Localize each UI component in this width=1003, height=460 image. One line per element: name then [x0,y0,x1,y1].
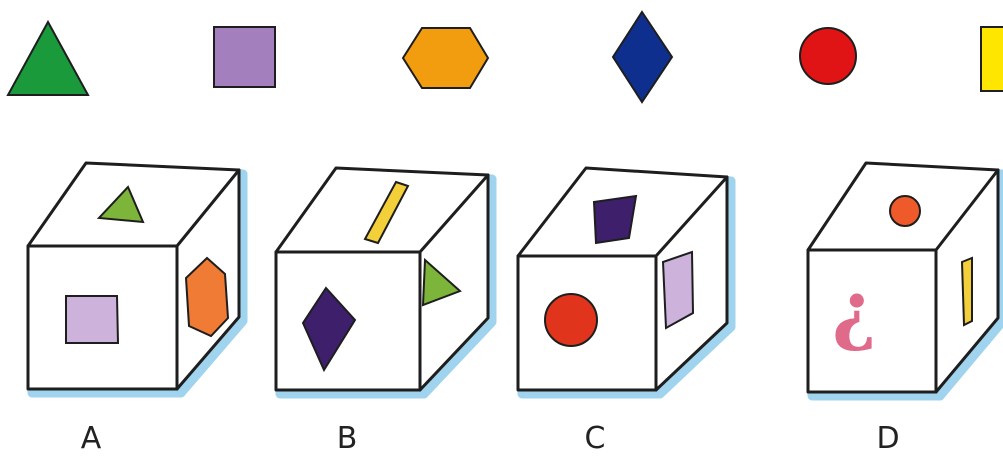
cube-c [518,168,731,394]
cube-label-a: A [61,424,121,454]
shape-legend [8,12,1003,102]
cube-label-c: C [565,424,625,454]
cube-c-side-square-icon [663,252,693,328]
legend-triangle-icon [8,22,88,95]
legend-circle-icon [800,28,856,84]
cube-label-d: D [858,424,918,454]
cube-a [28,163,243,393]
cube-d-top-circle-icon [890,196,920,226]
legend-hexagon-icon [403,28,488,88]
legend-square-icon [214,27,275,87]
cube-c-top-diamond-icon [594,196,636,243]
cube-c-front-circle-icon [545,294,597,346]
question-mark-icon: ¿ [832,272,877,348]
cube-b [276,168,492,394]
cube-label-b: B [317,424,377,454]
cube-a-front-square-icon [66,296,118,343]
legend-rectangle-icon [981,27,1003,91]
legend-diamond-icon [613,12,672,102]
cube-d-side-rectangle-icon [962,258,972,325]
